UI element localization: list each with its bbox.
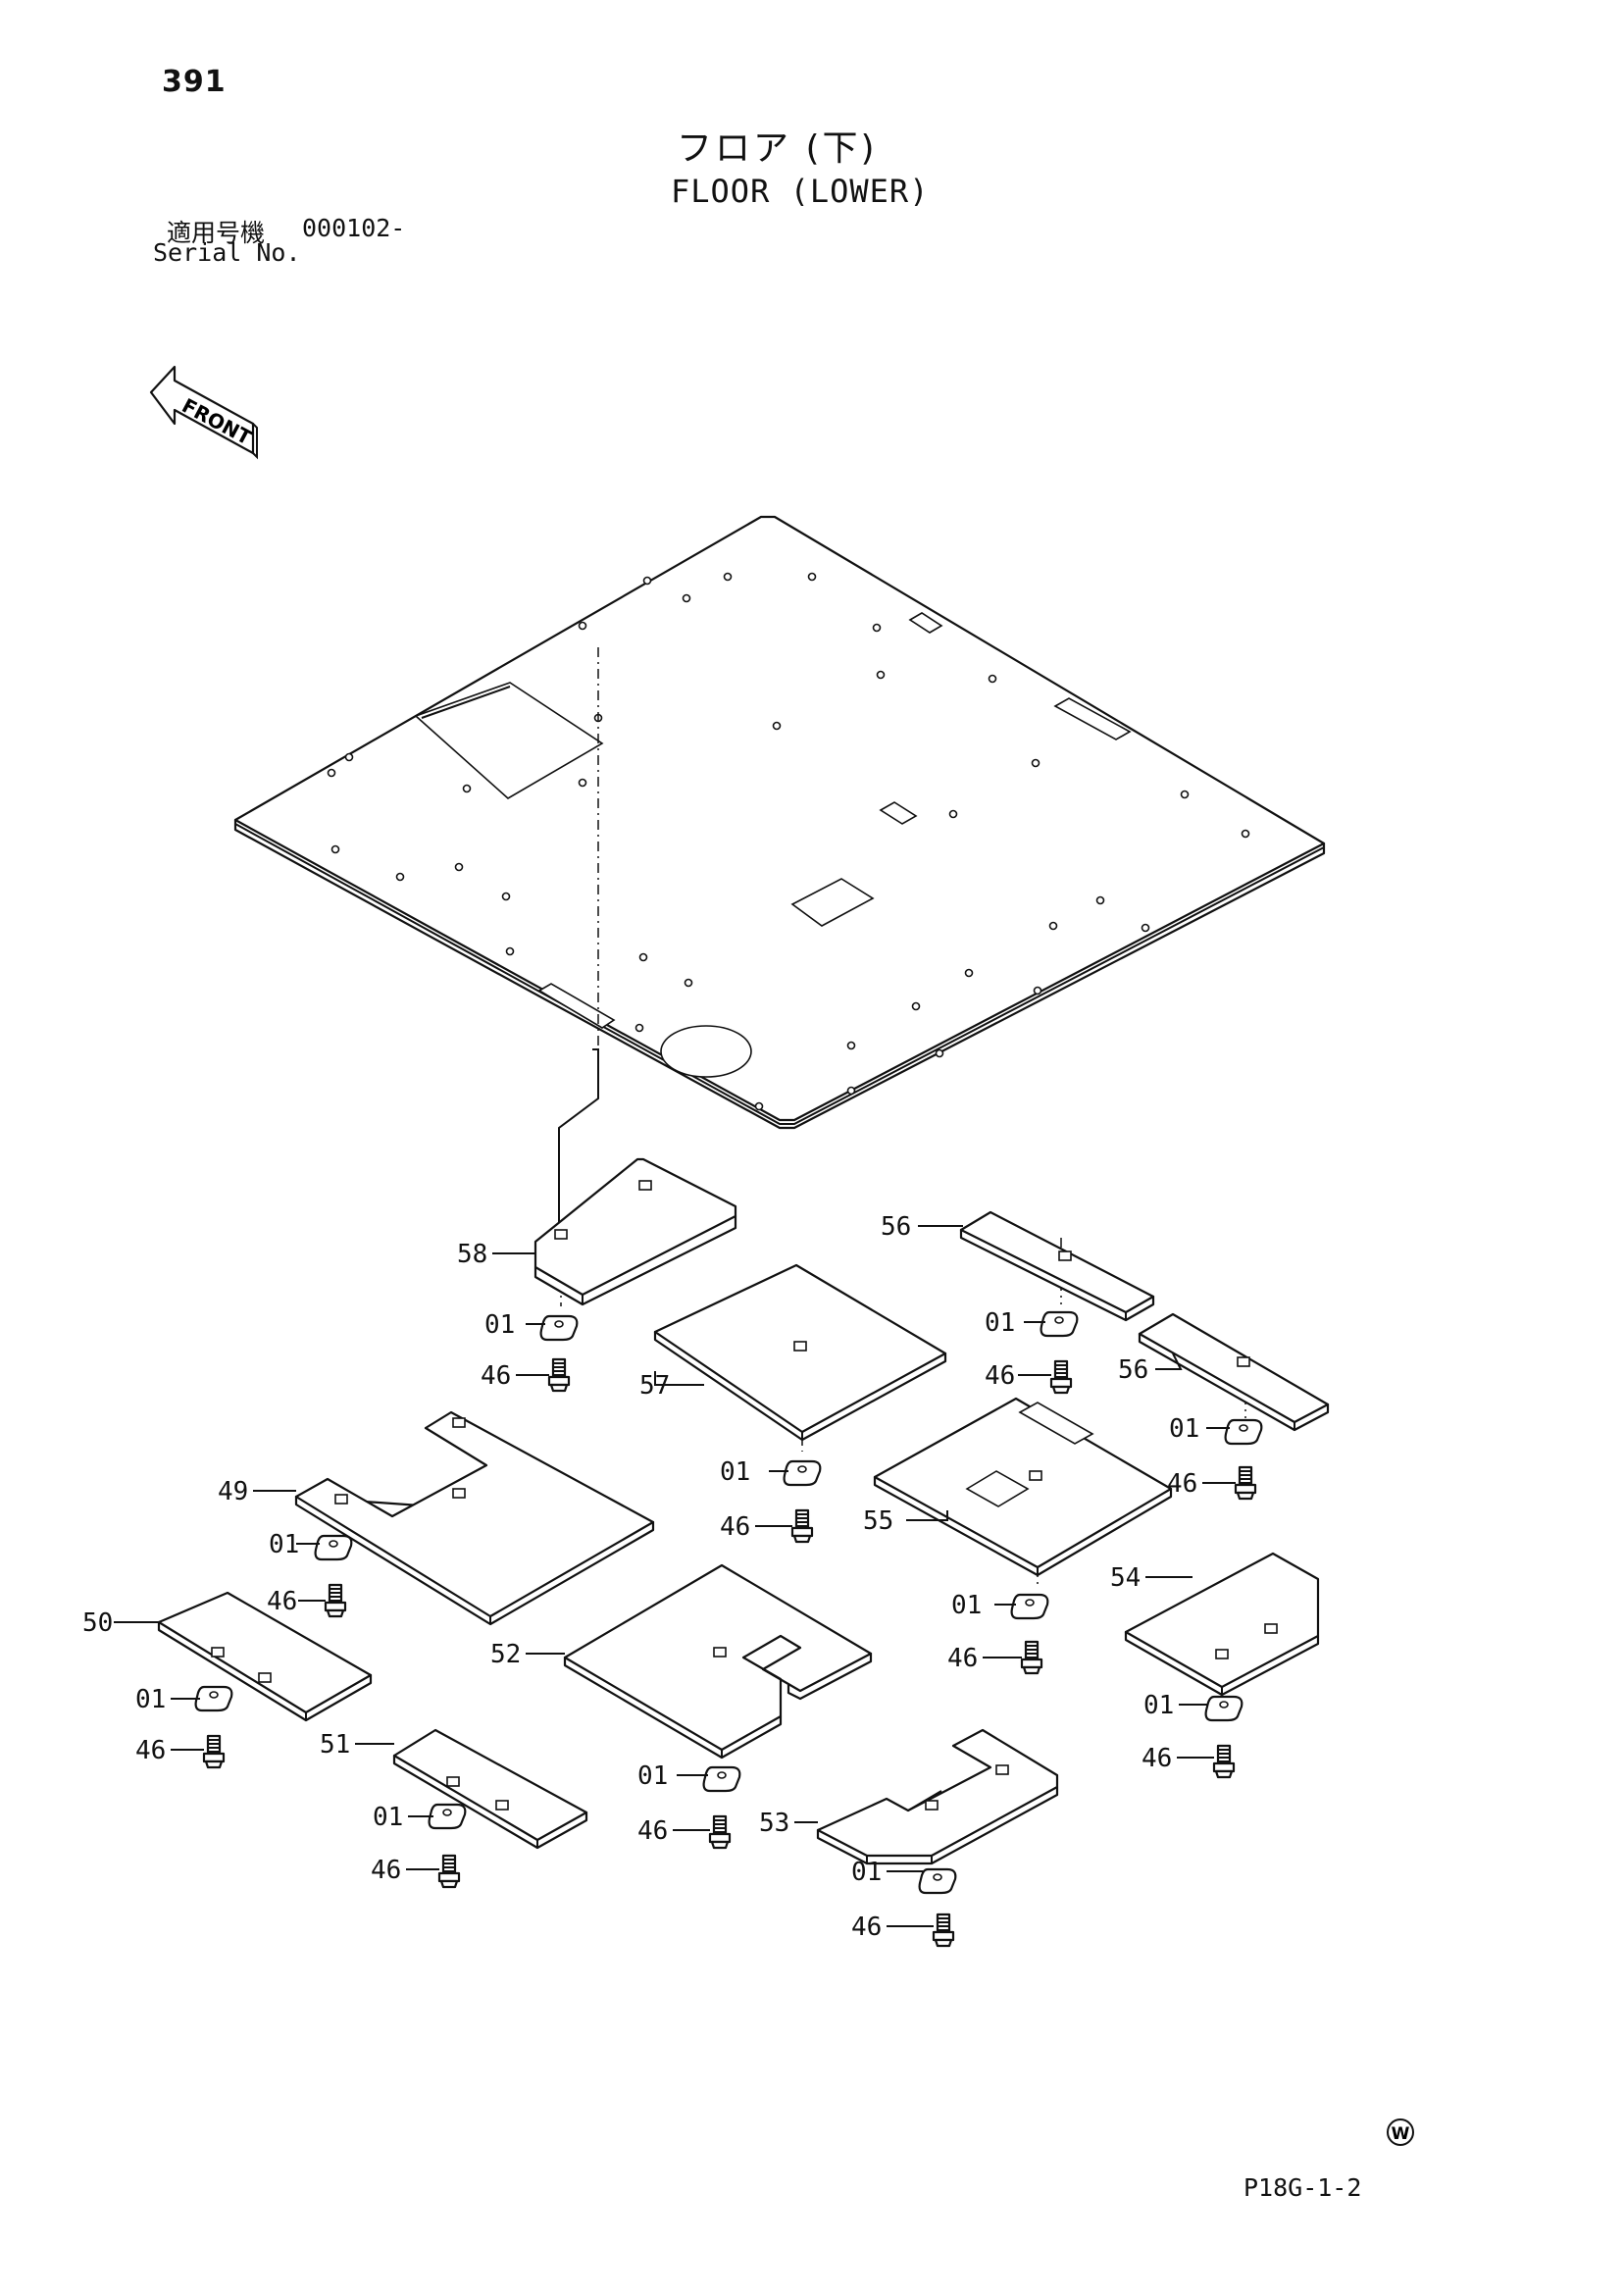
callout-50-bolt: 46: [135, 1736, 166, 1765]
callout-53: 53: [759, 1809, 789, 1838]
part-54-plate: [1124, 1552, 1320, 1697]
callout-55-bolt: 46: [947, 1644, 978, 1673]
callout-52-washer: 01: [637, 1761, 668, 1791]
callout-50-washer: 01: [135, 1685, 166, 1714]
part-50-plate: [157, 1591, 373, 1722]
part-56-upper-plate: [959, 1210, 1155, 1322]
washer-58: [539, 1314, 579, 1342]
part-52-plate: [563, 1563, 873, 1760]
bolt-57: [790, 1508, 814, 1544]
bolt-55: [1020, 1640, 1043, 1675]
callout-52-bolt: 46: [637, 1816, 668, 1846]
title-english: FLOOR (LOWER): [671, 173, 930, 210]
bolt-54: [1212, 1744, 1236, 1779]
washer-55: [1010, 1593, 1049, 1620]
washer-49: [314, 1534, 353, 1561]
page-number: 391: [162, 65, 227, 99]
callout-54-washer: 01: [1143, 1691, 1174, 1720]
front-arrow-icon: FRONT: [149, 365, 258, 460]
part-49-plate: [294, 1410, 655, 1626]
circled-w-mark: W: [1387, 2118, 1414, 2146]
bolt-52: [708, 1814, 732, 1850]
bolt-50: [202, 1734, 226, 1769]
callout-52: 52: [490, 1640, 521, 1669]
callout-54: 54: [1110, 1563, 1141, 1593]
washer-57: [783, 1459, 822, 1487]
part-51-plate: [392, 1728, 588, 1850]
callout-49: 49: [218, 1477, 248, 1506]
callout-56-lower-bolt: 46: [1167, 1469, 1197, 1499]
serial-label-english: Serial No.: [153, 238, 301, 267]
bolt-51: [437, 1854, 461, 1889]
part-56-lower-plate: [1138, 1312, 1330, 1432]
title-japanese: フロア (下): [677, 128, 878, 169]
page-code: P18G-1-2: [1243, 2173, 1362, 2202]
bolt-53: [932, 1913, 955, 1948]
callout-55-washer: 01: [951, 1591, 982, 1620]
callout-53-washer: 01: [851, 1858, 882, 1887]
callout-57: 57: [639, 1371, 670, 1401]
callout-56-upper-bolt: 46: [985, 1361, 1015, 1391]
circled-w-letter: W: [1392, 2124, 1410, 2144]
serial-label-japanese: 適用号機: [167, 219, 266, 247]
washer-52: [702, 1765, 741, 1793]
washer-53: [918, 1867, 957, 1895]
part-58-plate: [533, 1157, 737, 1306]
washer-51: [428, 1803, 467, 1830]
callout-54-bolt: 46: [1142, 1744, 1172, 1773]
part-53-plate: [816, 1728, 1059, 1865]
callout-51: 51: [320, 1730, 350, 1760]
washer-56b: [1224, 1418, 1263, 1446]
bolt-49: [324, 1583, 347, 1618]
part-55-plate: [873, 1397, 1173, 1577]
washer-56a: [1040, 1310, 1079, 1338]
callout-56-upper-washer: 01: [985, 1308, 1015, 1338]
callout-51-bolt: 46: [371, 1856, 401, 1885]
callout-50: 50: [82, 1608, 113, 1638]
bolt-58: [547, 1357, 571, 1393]
washer-54: [1204, 1695, 1243, 1722]
serial-value: 000102-: [302, 214, 406, 242]
bolt-56a: [1049, 1359, 1073, 1395]
callout-56-upper: 56: [881, 1212, 911, 1242]
callout-53-bolt: 46: [851, 1913, 882, 1942]
callout-55: 55: [863, 1506, 893, 1536]
part-57-plate: [653, 1263, 947, 1442]
callout-49-washer: 01: [269, 1530, 299, 1559]
callout-56-lower: 56: [1118, 1355, 1148, 1385]
washer-50: [194, 1685, 233, 1712]
callout-57-bolt: 46: [720, 1512, 750, 1542]
floor-plate: [233, 515, 1326, 1130]
callout-57-washer: 01: [720, 1457, 750, 1487]
callout-56-lower-washer: 01: [1169, 1414, 1199, 1444]
callout-49-bolt: 46: [267, 1587, 297, 1616]
callout-58-bolt: 46: [481, 1361, 511, 1391]
callout-58: 58: [457, 1240, 487, 1269]
callout-58-washer: 01: [484, 1310, 515, 1340]
callout-51-washer: 01: [373, 1803, 403, 1832]
bolt-56b: [1234, 1465, 1257, 1501]
